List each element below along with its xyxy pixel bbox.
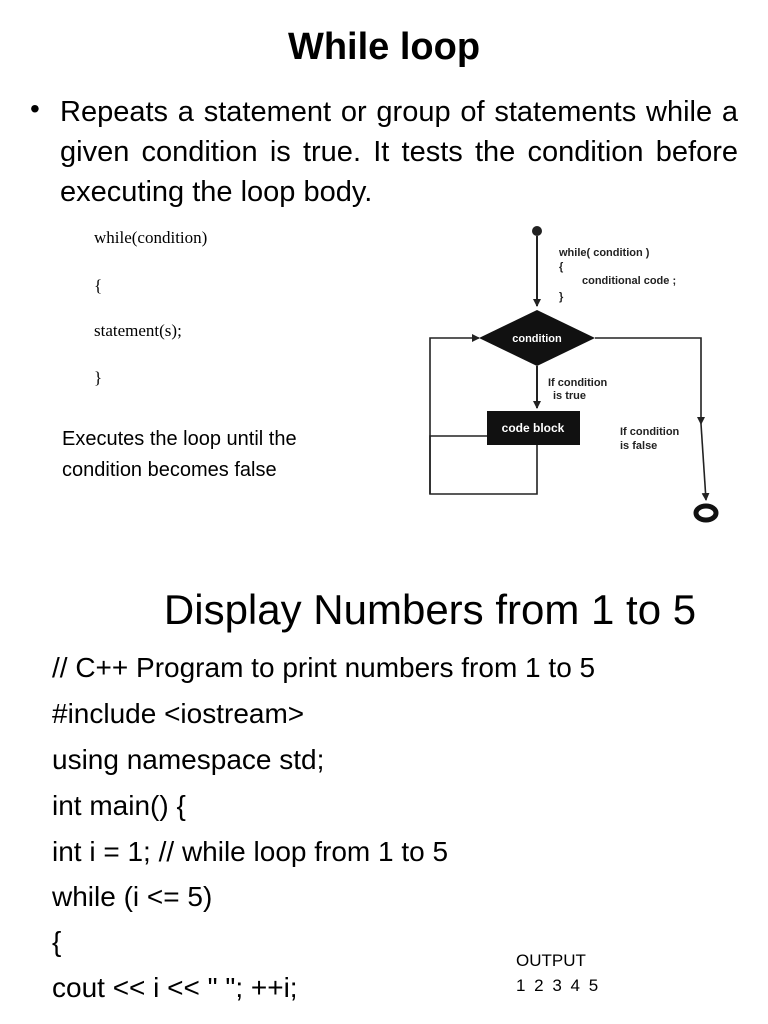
syntax-line: { <box>94 276 103 295</box>
loop-note: Executes the loop until the condition be… <box>62 424 392 486</box>
code-line: cout << i << " "; ++i; <box>52 972 298 1003</box>
true-label: is true <box>553 390 586 402</box>
output-value: 1 2 3 4 5 <box>516 976 601 995</box>
decision-label: condition <box>512 333 562 345</box>
true-label: If condition <box>548 377 608 389</box>
false-arrow <box>595 337 705 425</box>
code-line: while (i <= 5) <box>52 881 213 912</box>
start-dot <box>532 226 542 236</box>
code-block-label: code block <box>502 421 565 435</box>
loop-note-line: Executes the loop until the <box>62 428 297 450</box>
syntax-line: while(condition) <box>94 228 208 247</box>
flow-code-line: { <box>559 261 564 273</box>
loop-return-line <box>429 334 480 494</box>
code-line: int i = 1; // while loop from 1 to 5 <box>52 836 449 867</box>
decision-diamond <box>479 310 595 366</box>
output-label: OUTPUT <box>516 951 586 970</box>
flow-code-line: } <box>559 291 564 303</box>
code-block-box <box>487 411 580 445</box>
syntax-line: } <box>94 368 103 387</box>
code-line: { <box>52 926 62 957</box>
flow-code-line: conditional code ; <box>582 275 676 287</box>
flow-code-line: while( condition ) <box>558 247 650 259</box>
syntax-line: statement(s); <box>94 321 182 340</box>
false-label: If condition <box>620 426 680 438</box>
bullet-text: Repeats a statement or group of statemen… <box>60 96 738 208</box>
loop-note-line: condition becomes false <box>62 459 277 481</box>
exit-line <box>700 423 710 501</box>
bullet-dot: • <box>30 93 40 124</box>
code-line: using namespace std; <box>52 744 325 775</box>
code-line: int main() { <box>52 790 186 821</box>
code-line: #include <iostream> <box>52 698 305 729</box>
slide2-title: Display Numbers from 1 to 5 <box>163 586 697 633</box>
while-loop-flowchart: while( condition ) { conditional code ; … <box>429 226 719 523</box>
false-label: is false <box>620 440 657 452</box>
end-terminal <box>693 503 719 523</box>
code-line: // C++ Program to print numbers from 1 t… <box>52 652 596 683</box>
slide1-title: While loop <box>287 26 481 68</box>
